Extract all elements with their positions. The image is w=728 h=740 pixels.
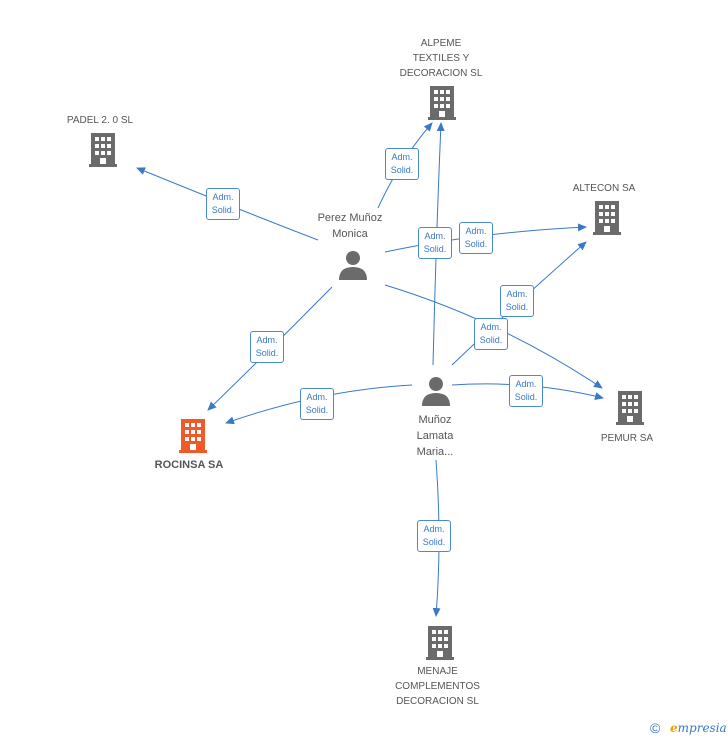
edge-label-line1: Adm. — [424, 231, 446, 241]
edge-label-line1: Adm. — [515, 379, 537, 389]
edge-label-line2: Solid. — [422, 537, 446, 547]
node-label-munoz[interactable]: Muñoz Lamata Maria... — [416, 414, 454, 458]
edge-label-line2: Solid. — [211, 205, 235, 215]
edge-label-munoz-altecon: Adm. Solid. — [500, 285, 534, 317]
person-icon-munoz[interactable] — [422, 377, 450, 406]
building-icon-altecon[interactable] — [593, 201, 621, 235]
edge-label-perez-altecon: Adm. Solid. — [459, 222, 493, 254]
edge-label-line2: Solid. — [505, 302, 529, 312]
building-icon-rocinsa[interactable] — [179, 419, 207, 453]
edge-label-line2: Solid. — [514, 392, 538, 402]
person-icon-perez[interactable] — [339, 251, 367, 280]
edge-label-munoz-alpeme: Adm. Solid. — [418, 227, 452, 259]
building-icon-pemur[interactable] — [616, 391, 644, 425]
edge-label-perez-rocinsa: Adm. Solid. — [250, 331, 284, 363]
node-label-rocinsa[interactable]: ROCINSA SA — [154, 459, 224, 471]
edge-label-perez-padel: Adm. Solid. — [206, 188, 240, 220]
edge-label-line1: Adm. — [423, 524, 445, 534]
brand-logo: empresia — [670, 721, 727, 735]
node-label-padel[interactable]: PADEL 2. 0 SL — [66, 115, 134, 126]
building-icon-alpeme[interactable] — [428, 86, 456, 120]
copyright-symbol: © — [650, 720, 661, 736]
edge-label-line2: Solid. — [255, 348, 279, 358]
brand-logo-text: mpresia — [677, 721, 727, 735]
edge-label-line2: Solid. — [479, 335, 503, 345]
edge-label-line1: Adm. — [480, 322, 502, 332]
edge-label-perez-alpeme: Adm. Solid. — [385, 148, 419, 180]
edge-label-line1: Adm. — [506, 289, 528, 299]
edge-label-perez-pemur: Adm. Solid. — [474, 318, 508, 350]
edge-label-line1: Adm. — [306, 392, 328, 402]
building-icon-padel[interactable] — [89, 133, 117, 167]
edge-label-munoz-menaje: Adm. Solid. — [417, 520, 451, 552]
node-label-menaje[interactable]: MENAJE COMPLEMENTOS DECORACION SL — [395, 666, 480, 707]
building-icon-menaje[interactable] — [426, 626, 454, 660]
edge-label-line2: Solid. — [464, 239, 488, 249]
edge-label-munoz-rocinsa: Adm. Solid. — [300, 388, 334, 420]
node-label-perez[interactable]: Perez Muñoz Monica — [317, 212, 383, 240]
edge-label-munoz-pemur: Adm. Solid. — [509, 375, 543, 407]
edge-label-line1: Adm. — [212, 192, 234, 202]
edge-label-line1: Adm. — [256, 335, 278, 345]
node-label-alpeme[interactable]: ALPEME TEXTILES Y DECORACION SL — [399, 38, 483, 79]
edge-label-line1: Adm. — [465, 226, 487, 236]
edge-label-line2: Solid. — [423, 244, 447, 254]
edge-label-line2: Solid. — [390, 165, 414, 175]
node-label-altecon[interactable]: ALTECON SA — [572, 183, 636, 194]
edge-label-line1: Adm. — [391, 152, 413, 162]
brand-logo-initial: e — [670, 721, 678, 735]
edge-label-line2: Solid. — [305, 405, 329, 415]
node-label-pemur[interactable]: PEMUR SA — [600, 433, 654, 444]
